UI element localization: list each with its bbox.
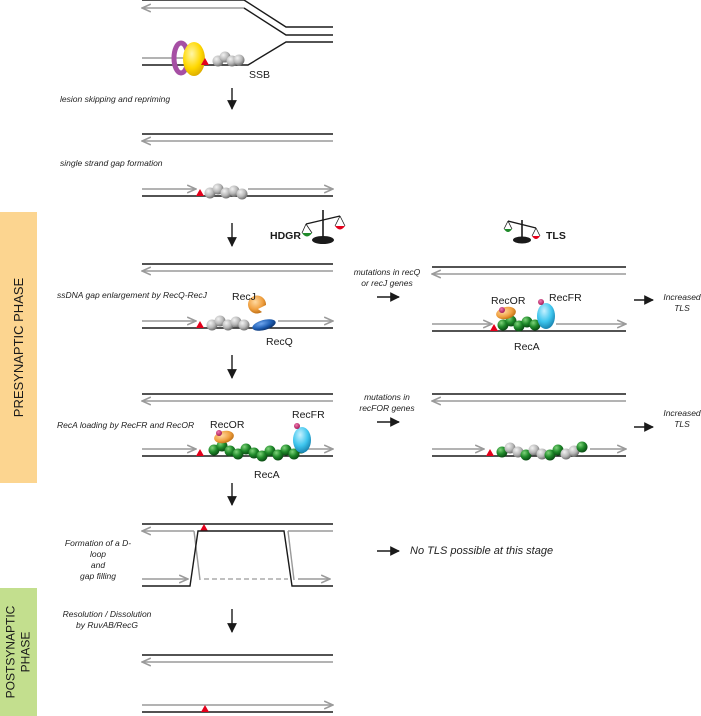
recfr-label-left: RecFR [292,409,325,421]
gap-enlargement-duplex [142,263,333,331]
reca-loading-duplex [142,393,333,462]
reca-label-left: RecA [254,469,280,481]
lesion-marker [201,58,209,65]
step-gap-enlargement: ssDNA gap enlargement by RecQ-RecJ [57,290,207,300]
recj-label: RecJ [232,291,256,303]
balance-hdgr-icon [301,210,346,244]
recor-label-left: RecOR [210,419,245,431]
hdgr-label: HDGR [270,230,301,242]
recfr-protein [537,303,555,329]
recq-protein [252,319,276,331]
polymerase [183,42,205,76]
ss-gap-duplex [142,183,333,200]
recor-label-right: RecOR [491,295,526,307]
outcome-increased-tls-1: Increased TLS [663,292,701,313]
ssb-label: SSB [249,69,270,81]
recq-label: RecQ [266,336,293,348]
resolved-products [142,654,333,713]
step-lesion-skipping: lesion skipping and repriming [60,94,171,104]
balance-tls-icon [503,220,541,244]
recfor-mutant-duplex [432,393,626,461]
step-dloop: Formation of a D-loop and gap filling [64,538,132,581]
recfr-label-right: RecFR [549,292,582,304]
replication-fork [142,0,333,76]
duplex-after-repriming [142,133,333,141]
outcome-increased-tls-2: Increased TLS [663,408,701,429]
step-reca-loading: RecA loading by RecFR and RecOR [57,420,195,430]
tls-label: TLS [546,230,566,242]
reca-label-right: RecA [514,341,540,353]
recj-protein [248,295,267,314]
dloop-structure [142,523,333,587]
outcome-no-tls: No TLS possible at this stage [410,545,554,557]
postsynaptic-phase-bar: POSTSYNAPTIC PHASE [0,588,37,716]
recqj-mutant-duplex [432,266,626,332]
mutations-recqj: mutations in recQ or recJ genes [353,267,421,288]
mutations-recfor: mutations in recFOR genes [359,392,415,413]
step-gap-formation: single strand gap formation [60,158,163,168]
presynaptic-phase-bar: PRESYNAPTIC PHASE [0,212,37,483]
step-resolution: Resolution / Dissolution by RuvAB/RecG [62,609,152,630]
